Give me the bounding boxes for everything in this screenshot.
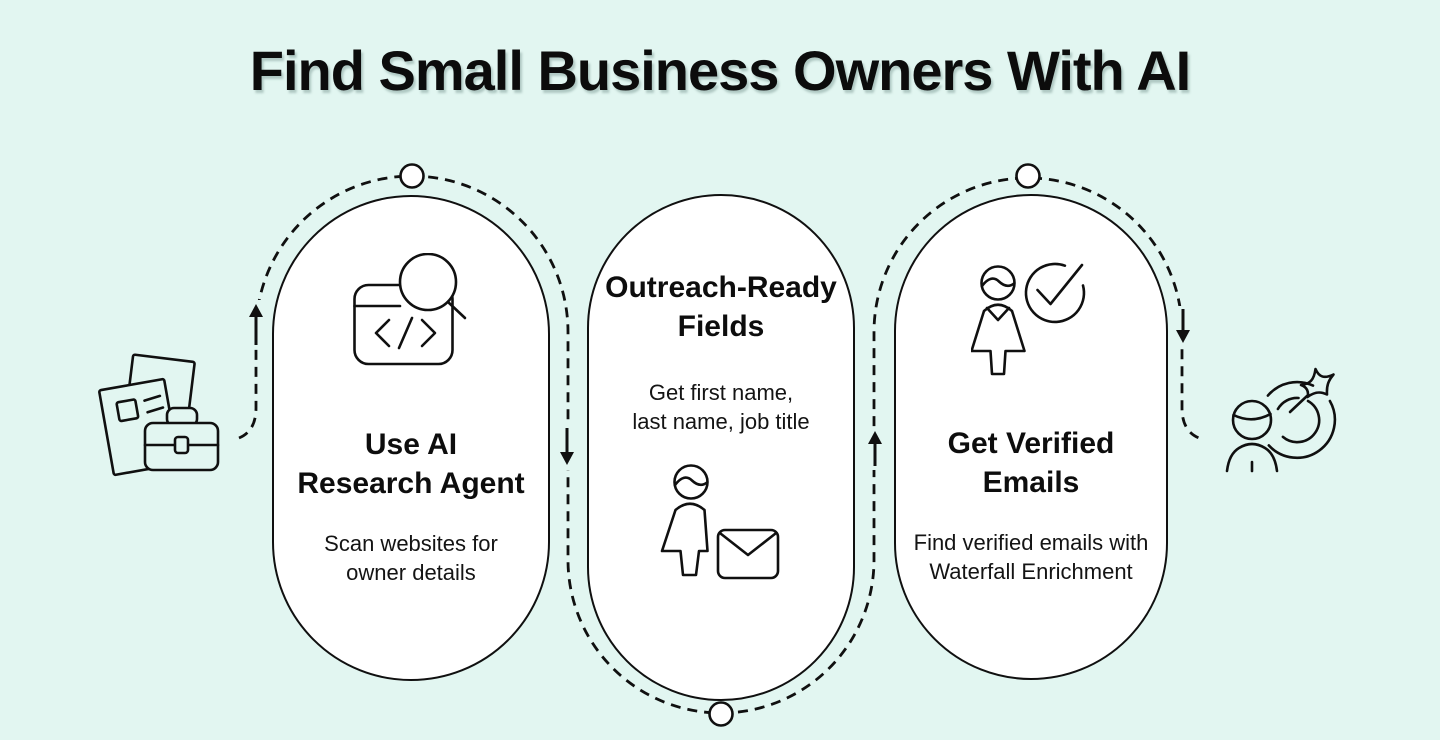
flow-node-dot [708, 701, 734, 727]
step-card-get-verified-emails: Get Verified Emails Find verified emails… [894, 194, 1168, 680]
browser-code-search-icon [353, 253, 467, 366]
person-envelope-icon [660, 463, 780, 579]
person-checkmark-icon [971, 262, 1086, 376]
documents-briefcase-icon [98, 353, 220, 477]
flow-node-dot [399, 163, 425, 189]
card-title: Outreach-Ready Fields [605, 271, 837, 343]
step-card-outreach-ready-fields: Outreach-Ready Fields Get first name, la… [587, 194, 855, 701]
card-title: Use AI Research Agent [297, 428, 525, 500]
card-description: Get first name, last name, job title [632, 380, 810, 435]
card-description: Scan websites for owner details [324, 531, 498, 586]
card-description: Find verified emails with Waterfall Enri… [913, 530, 1149, 585]
flow-node-dot [1015, 163, 1041, 189]
prospect-target-icon [1225, 367, 1337, 473]
arrow-up-icon [867, 428, 883, 470]
page-title: Find Small Business Owners With AI [249, 39, 1191, 102]
step-card-use-ai-research-agent: Use AI Research Agent Scan websites for … [272, 195, 550, 681]
arrow-up-icon [248, 300, 264, 348]
arrow-down-icon [559, 424, 575, 470]
card-title: Get Verified Emails [947, 427, 1115, 499]
arrow-down-icon [1175, 306, 1191, 348]
